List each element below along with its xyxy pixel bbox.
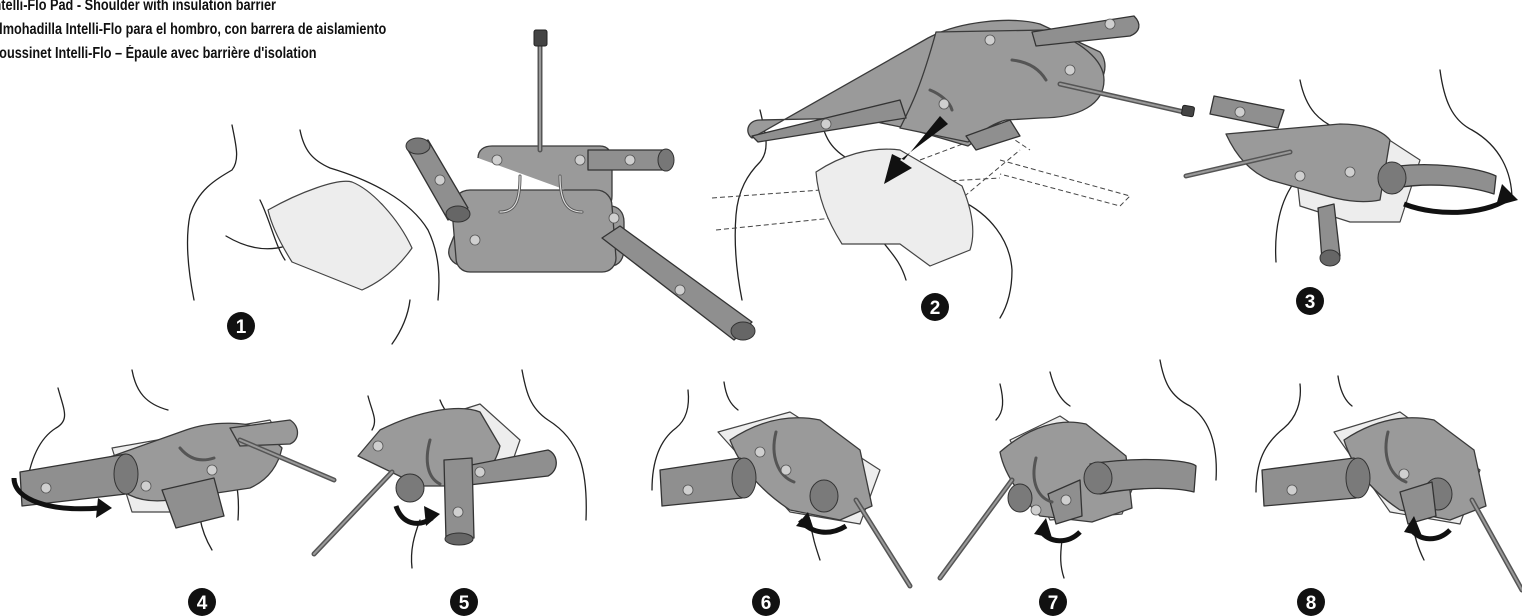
step-badge-4: 4: [188, 588, 216, 616]
step-number-2: 2: [930, 298, 941, 319]
step-number-3: 3: [1305, 292, 1316, 313]
title-spanish: Almohadilla Intelli-Flo para el hombro, …: [0, 18, 386, 42]
step-number-6: 6: [761, 593, 772, 614]
step-badge-7: 7: [1039, 588, 1067, 616]
step-badge-2: 2: [921, 293, 949, 321]
step-badge-1: 1: [227, 312, 255, 340]
step-3-illustration: [1186, 70, 1518, 266]
step-8-illustration: [1256, 376, 1522, 590]
step-badge-3: 3: [1296, 287, 1324, 315]
step-number-8: 8: [1306, 593, 1317, 614]
step-6-illustration: [652, 382, 910, 586]
step-number-5: 5: [459, 593, 470, 614]
step-badge-6: 6: [752, 588, 780, 616]
step-badge-8: 8: [1297, 588, 1325, 616]
step-badge-5: 5: [450, 588, 478, 616]
step-4-illustration: [14, 370, 334, 550]
strap-1: [602, 226, 752, 340]
step-number-7: 7: [1048, 593, 1059, 614]
step-number-4: 4: [197, 593, 208, 614]
title-block: Intelli-Flo Pad - Shoulder with insulati…: [0, 0, 473, 66]
insulation-barrier: [268, 181, 412, 290]
step-1-illustration: [187, 30, 755, 344]
step-5-illustration: [314, 370, 586, 568]
step-7-illustration: [940, 360, 1216, 578]
title-english: Intelli-Flo Pad - Shoulder with insulati…: [0, 0, 386, 18]
step-number-1: 1: [236, 317, 247, 338]
title-french: Coussinet Intelli-Flo – Épaule avec barr…: [0, 42, 386, 66]
step-2-illustration: [712, 16, 1195, 318]
